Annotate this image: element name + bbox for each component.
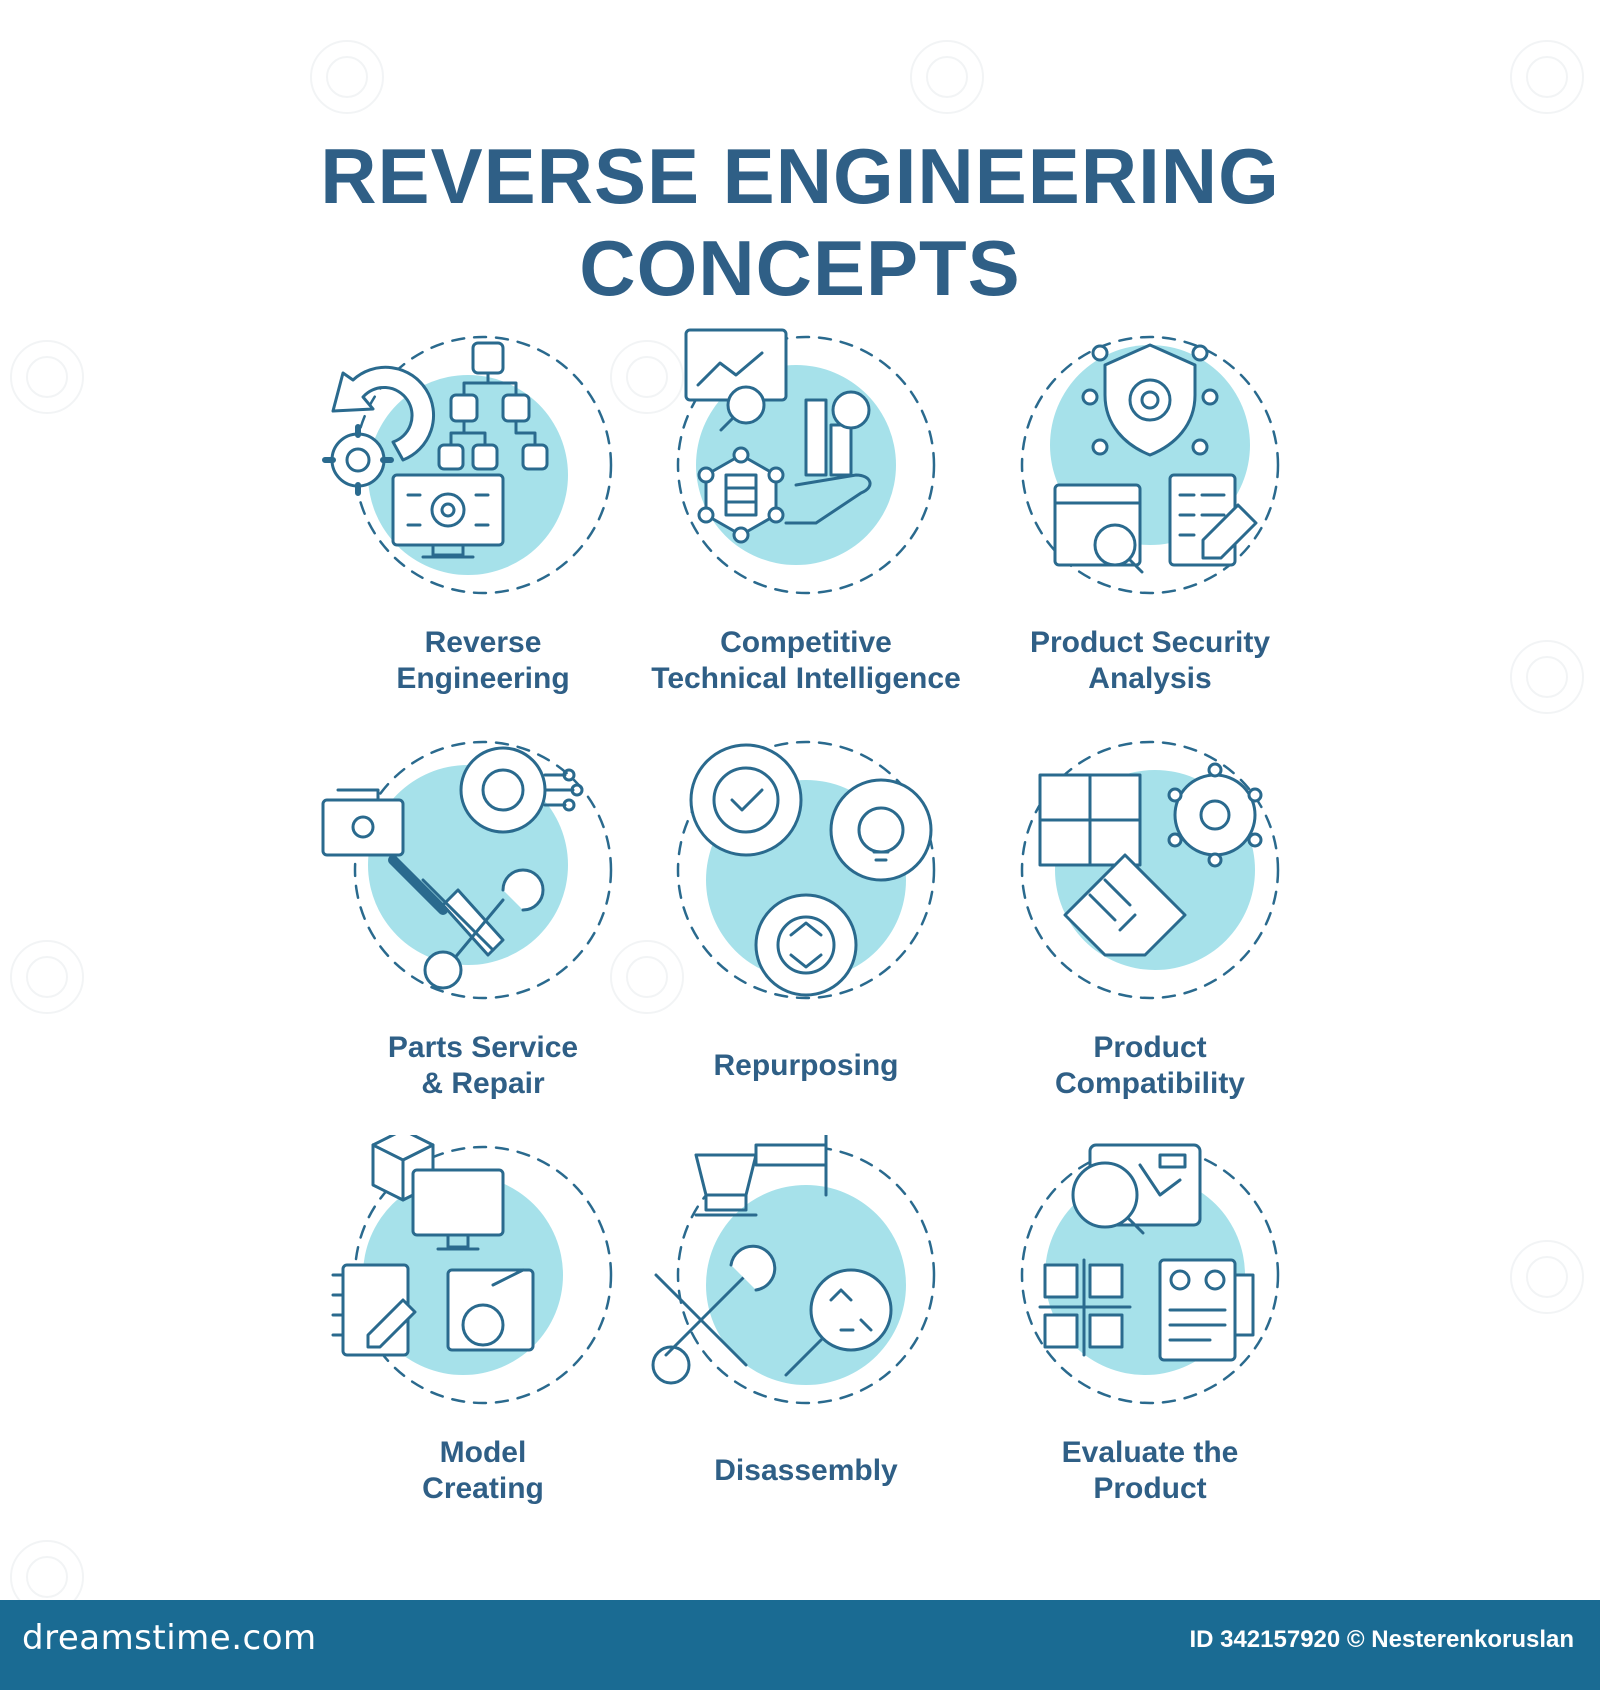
concept-label-line-2: Creating [422, 1472, 544, 1505]
concept-card-evaluate-product: Evaluate the Product [980, 1135, 1320, 1535]
watermark-mark [910, 40, 984, 114]
concept-card-competitive-intelligence: Competitive Technical Intelligence [636, 325, 976, 725]
watermark-mark [1510, 640, 1584, 714]
concept-card-model-creating: Model Creating [313, 1135, 653, 1535]
concept-label: Competitive Technical Intelligence [616, 625, 996, 697]
security-analysis-icon [980, 325, 1320, 605]
concept-card-compatibility: Product Compatibility [980, 730, 1320, 1130]
concept-card-repurposing: Repurposing [636, 730, 976, 1130]
repurposing-icon [636, 730, 976, 1010]
concept-label-line-2: Compatibility [1054, 1067, 1245, 1100]
concept-card-disassembly: Disassembly [636, 1135, 976, 1535]
concept-label: Evaluate the Product [960, 1435, 1340, 1507]
concept-card-parts-repair: Parts Service & Repair [313, 730, 653, 1130]
concept-label-line-1: Repurposing [713, 1049, 899, 1082]
concept-label: Disassembly [616, 1453, 996, 1489]
page-title: REVERSE ENGINEERING CONCEPTS [0, 130, 1600, 314]
concept-label-line-1: Model [439, 1436, 527, 1469]
concept-card-reverse-engineering: Reverse Engineering [313, 325, 653, 725]
watermark-mark [10, 340, 84, 414]
watermark-mark [1510, 40, 1584, 114]
concept-label: Parts Service & Repair [293, 1030, 673, 1102]
title-line-2: CONCEPTS [579, 224, 1021, 312]
reverse-engineering-icon [313, 325, 653, 605]
concept-label-line-1: Competitive [720, 626, 892, 659]
concept-label-line-2: & Repair [421, 1067, 545, 1100]
concept-label: Product Compatibility [960, 1030, 1340, 1102]
concept-label: Reverse Engineering [293, 625, 673, 697]
concept-label-line-2: Technical Intelligence [651, 662, 961, 695]
concept-label-line-1: Reverse [424, 626, 542, 659]
concept-label-line-2: Analysis [1088, 662, 1212, 695]
dreamstime-logo[interactable]: dreamstime.com [22, 1618, 317, 1658]
footer-bar: dreamstime.com ID 342157920 © Nesterenko… [0, 1600, 1600, 1690]
concept-label-line-1: Product [1093, 1031, 1207, 1064]
watermark-mark [1510, 1240, 1584, 1314]
concept-label-line-1: Product Security [1029, 626, 1271, 659]
concept-label: Product Security Analysis [960, 625, 1340, 697]
concept-label-line-1: Evaluate the [1061, 1436, 1239, 1469]
disassembly-icon [636, 1135, 976, 1415]
compatibility-icon [980, 730, 1320, 1010]
concept-label-line-2: Product [1093, 1472, 1207, 1505]
watermark-mark [610, 940, 684, 1014]
watermark-mark [310, 40, 384, 114]
concept-label-line-2: Engineering [396, 662, 570, 695]
image-credit: ID 342157920 © Nesterenkoruslan [1189, 1626, 1574, 1653]
competitive-intelligence-icon [636, 325, 976, 605]
evaluate-product-icon [980, 1135, 1320, 1415]
watermark-mark [610, 340, 684, 414]
concept-label-line-1: Disassembly [714, 1454, 898, 1487]
title-line-1: REVERSE ENGINEERING [320, 132, 1280, 220]
model-creating-icon [313, 1135, 653, 1415]
concept-label: Model Creating [293, 1435, 673, 1507]
concept-label-line-1: Parts Service [387, 1031, 579, 1064]
parts-repair-icon [313, 730, 653, 1010]
concept-card-security-analysis: Product Security Analysis [980, 325, 1320, 725]
concept-label: Repurposing [616, 1048, 996, 1084]
watermark-mark [10, 940, 84, 1014]
